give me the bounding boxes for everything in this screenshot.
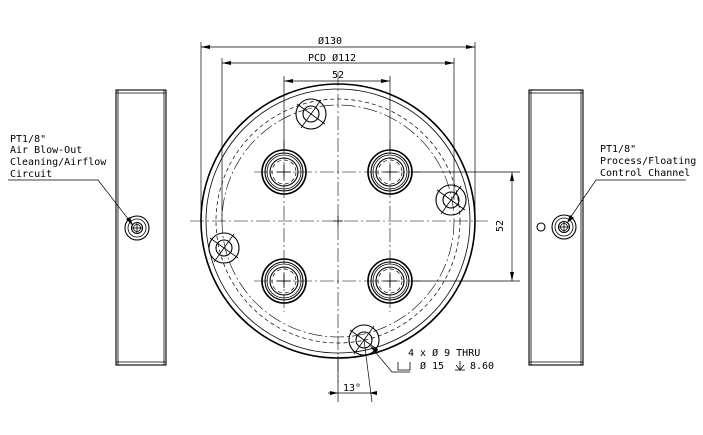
dim-horizontal-spacing: 52 [283,70,391,150]
mount-hole-left [208,232,240,264]
hole-note-line-2: Ø 15 [420,360,444,372]
left-port-fitting [124,215,150,241]
right-port-line-3: Control Channel [600,168,690,179]
vertical-spacing-label: 52 [495,220,506,232]
left-port-line-3: Cleaning/Airflow [10,157,107,168]
hole-note-depth: 8.60 [470,361,494,372]
left-port-label: PT1/8" Air Blow-Out Cleaning/Airflow Cir… [10,134,107,180]
right-port-fitting [536,214,577,240]
left-side-view [8,89,167,366]
left-port-line-2: Air Blow-Out [10,145,82,156]
front-view [190,72,488,382]
right-side-view [528,89,686,366]
angle-label: 13° [343,383,361,394]
hole-callout: 4 x Ø 9 THRU Ø 15 8.60 [370,346,494,373]
counterbore-symbol [397,362,411,371]
right-port-line-1: PT1/8" [600,144,636,155]
dim-pcd: PCD Ø112 [221,52,455,222]
outer-diameter-label: Ø130 [318,35,342,47]
horizontal-spacing-label: 52 [332,70,344,81]
left-port-line-1: PT1/8" [10,134,46,145]
bore-bottom-left [261,258,307,304]
hole-note-line-1: 4 x Ø 9 THRU [408,347,480,359]
depth-symbol [455,361,465,371]
right-port-label: PT1/8" Process/Floating Control Channel [600,144,696,179]
dim-angle: 13° [328,339,377,403]
mount-hole-right [435,184,467,216]
left-port-line-4: Circuit [10,169,52,180]
right-port-line-2: Process/Floating [600,156,696,167]
pcd-label: PCD Ø112 [308,52,356,64]
dim-outer-diameter: Ø130 [200,35,476,222]
dim-vertical-spacing: 52 [412,171,520,282]
mount-hole-top [295,98,327,130]
